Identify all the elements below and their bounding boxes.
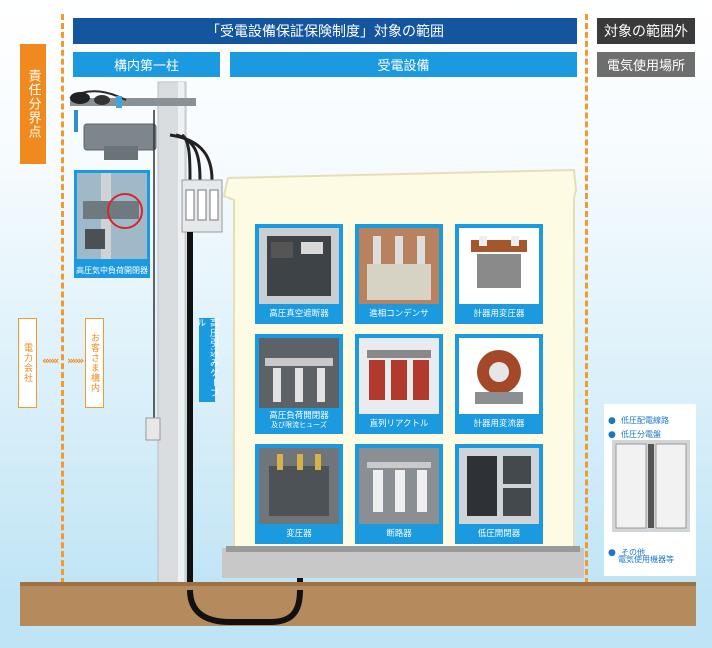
- air-switch-card: 高圧気中負荷開閉器: [74, 170, 150, 278]
- equipment-card: 高圧真空遮断器: [255, 224, 343, 324]
- distribution-board-photo: [612, 440, 690, 532]
- equipment-card: 計器用変圧器: [455, 224, 543, 324]
- equipment-label: 高圧真空遮断器: [269, 308, 329, 319]
- bullet: ●: [608, 548, 616, 558]
- transformer-photo: [259, 448, 339, 524]
- equipment-label: 直列リアクトル: [369, 418, 429, 429]
- out-of-scope-header: 対象の範囲外: [597, 18, 695, 44]
- customer-premises-label: お客さま構内: [85, 318, 104, 408]
- electric-use-place-header: 電気使用場所: [597, 52, 695, 77]
- equipment-card: 変圧器: [255, 444, 343, 544]
- equipment-card: 高圧負荷開閉器 及び限流ヒューズ: [255, 334, 343, 434]
- arrow-left: «««: [42, 354, 59, 367]
- out-scope-item-label: 低圧分電盤: [620, 430, 661, 439]
- out-scope-item-label: 低圧配電線路: [620, 416, 669, 425]
- equipment-card: 低圧開閉器: [455, 444, 543, 544]
- capacitor-photo: [359, 228, 439, 304]
- instrument-transformer-photo: [459, 228, 539, 304]
- equipment-label: 計器用変流器: [473, 418, 525, 429]
- insulator-black: [70, 92, 90, 104]
- load-break-switch-photo: [259, 338, 339, 408]
- vacuum-breaker-photo: [259, 228, 339, 304]
- out-scope-item: ● 低圧配電線路: [608, 408, 669, 427]
- boundary-line-left: [61, 14, 64, 584]
- equipment-sublabel: 及び限流ヒューズ: [271, 421, 327, 429]
- current-transformer-photo: [459, 338, 539, 414]
- low-voltage-switch-photo: [459, 448, 539, 524]
- bullet: ●: [608, 416, 616, 426]
- scope-title: 「受電設備保証保険制度」対象の範囲: [73, 18, 577, 44]
- equipment-label: 低圧開閉器: [477, 528, 521, 539]
- power-company-label: 電力会社: [18, 318, 37, 408]
- equipment-card: 直列リアクトル: [355, 334, 443, 434]
- substation-header: 受電設備: [230, 52, 577, 77]
- equipment-label: 変圧器: [286, 528, 312, 539]
- bullet: ●: [608, 430, 616, 440]
- out-scope-item-label: その他: [620, 548, 645, 557]
- air-switch-photo: [77, 173, 147, 259]
- out-scope-item: ● 低圧分電盤: [608, 422, 661, 441]
- equipment-label: 計器用変圧器: [473, 308, 525, 319]
- out-scope-item-sublabel: 電気使用機器等: [618, 555, 674, 564]
- building-foundation: [222, 548, 584, 578]
- equipment-label: 進相コンデンサ: [369, 308, 429, 319]
- disconnector-photo: [359, 448, 439, 524]
- lead-in-cable-label: 高圧引込みケーブル: [195, 318, 218, 402]
- equipment-label: 高圧負荷開閉器: [269, 411, 329, 421]
- boundary-line-right: [585, 14, 588, 584]
- equipment-label: 断路器: [386, 528, 412, 539]
- equipment-card: 断路器: [355, 444, 443, 544]
- equipment-label-group: 高圧負荷開閉器 及び限流ヒューズ: [255, 408, 343, 434]
- crossarm: [70, 98, 196, 106]
- air-switch-caption: 高圧気中負荷開閉器: [76, 266, 148, 275]
- ground: [20, 582, 696, 626]
- arrow-right: »»»: [67, 354, 84, 367]
- first-pole-header: 構内第一柱: [73, 52, 220, 77]
- responsibility-point-label: 責任分界点: [20, 44, 46, 164]
- equipment-card: 計器用変流器: [455, 334, 543, 434]
- series-reactor-photo: [359, 338, 439, 414]
- out-scope-item: ● その他: [608, 540, 645, 559]
- out-of-scope-panel: ● 低圧配電線路 ● 低圧分電盤 ● その他 電気使用機器等: [604, 404, 696, 576]
- equipment-card: 進相コンデンサ: [355, 224, 443, 324]
